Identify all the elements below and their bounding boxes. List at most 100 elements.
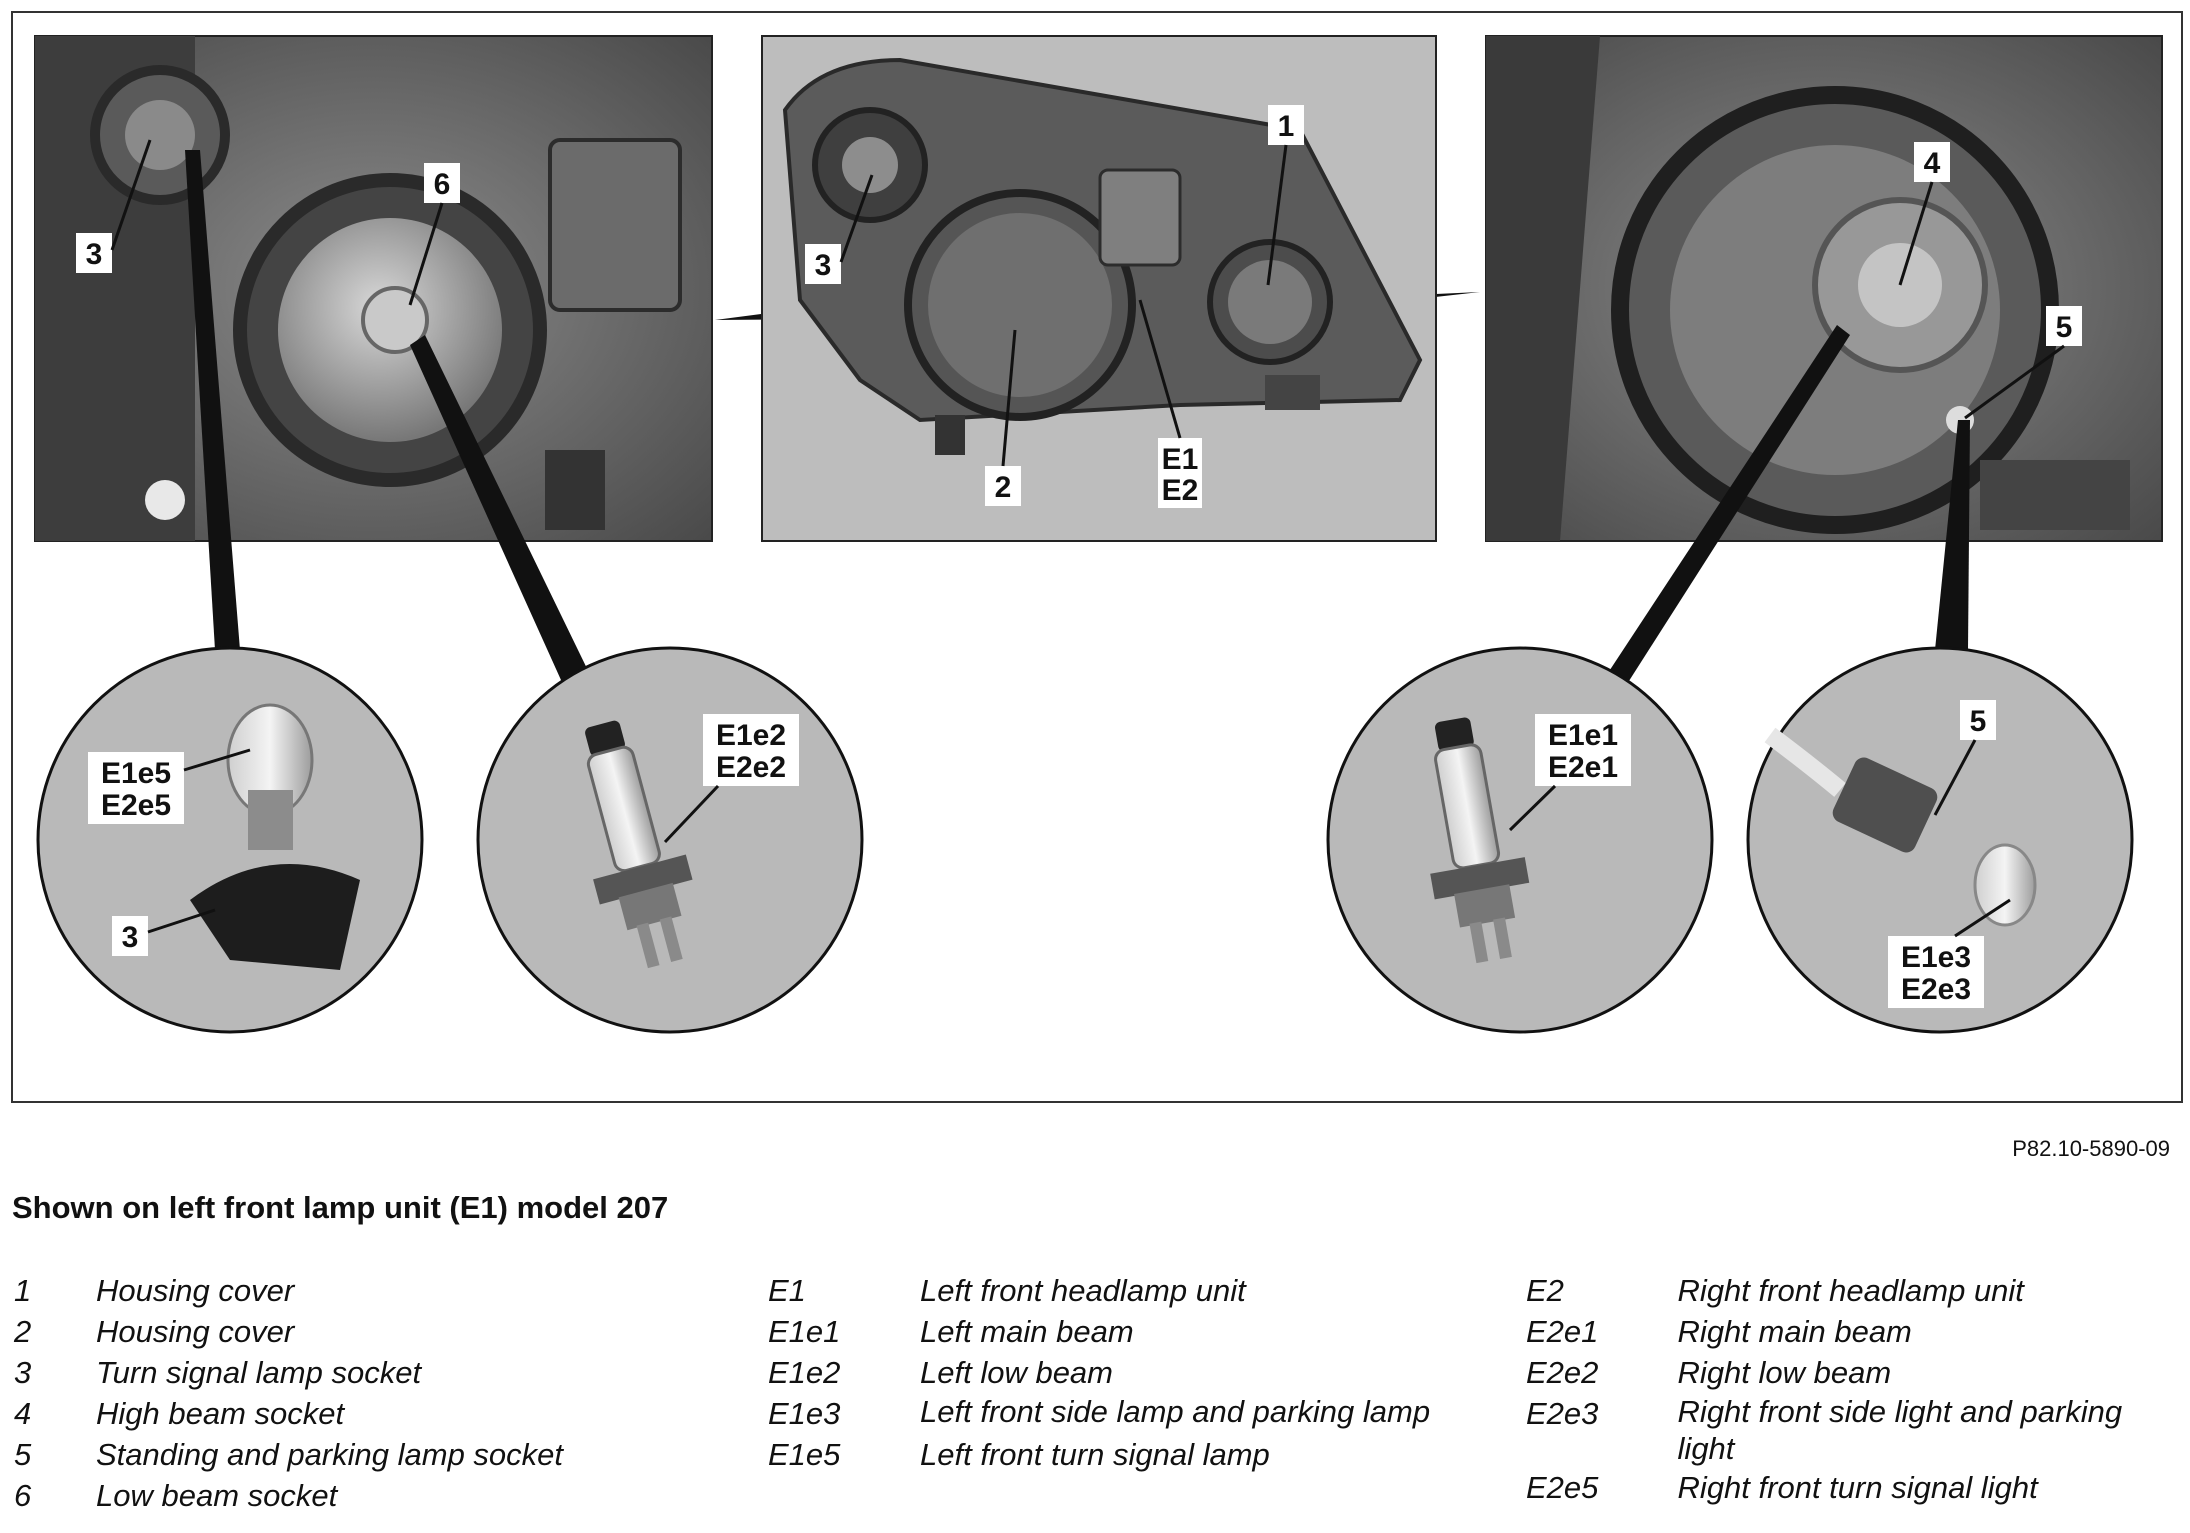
legend-item: 1 Housing cover xyxy=(14,1270,714,1311)
legend-key: 5 xyxy=(14,1437,32,1472)
svg-text:5: 5 xyxy=(2056,311,2073,344)
legend-item: E1 Left front headlamp unit xyxy=(768,1270,1468,1311)
legend-item: E1e5 Left front turn signal lamp xyxy=(768,1434,1468,1475)
svg-text:E1e3: E1e3 xyxy=(1901,941,1971,974)
legend-key: E2e3 xyxy=(1526,1396,1599,1431)
leader-line xyxy=(1933,739,1977,816)
legend-key: E1 xyxy=(768,1273,806,1308)
leader-line xyxy=(1508,784,1557,832)
svg-text:E2e1: E2e1 xyxy=(1548,751,1618,784)
legend-key: E1e3 xyxy=(768,1396,841,1431)
legend-key: 2 xyxy=(14,1314,32,1349)
leader-line xyxy=(1898,181,1934,286)
legend-value: Left front headlamp unit xyxy=(920,1273,1246,1308)
callout-label: 1 xyxy=(1268,105,1304,145)
legend-key: 1 xyxy=(14,1273,32,1308)
svg-text:5: 5 xyxy=(1970,705,1987,738)
figure-reference: P82.10-5890-09 xyxy=(2012,1136,2170,1161)
legend-value: Left main beam xyxy=(920,1314,1134,1349)
legend-item: 6 Low beam socket xyxy=(14,1475,714,1516)
legend-value: Left front turn signal lamp xyxy=(920,1437,1270,1472)
svg-text:E1e1: E1e1 xyxy=(1548,719,1618,752)
detail-circle-low-beam-bulb xyxy=(476,646,864,1034)
legend-key: E1e5 xyxy=(768,1437,841,1472)
legend-item: E2e3 Right front side light and parking l… xyxy=(1526,1393,2186,1467)
legend-key: E2e2 xyxy=(1526,1355,1599,1390)
callout-label: 3 xyxy=(76,233,112,273)
svg-text:E2e5: E2e5 xyxy=(101,789,171,822)
legend-value: Turn signal lamp socket xyxy=(96,1355,422,1390)
leader-line xyxy=(1001,329,1017,467)
detail-circle-turn-signal-bulb xyxy=(36,646,424,1034)
legend-key: E2e5 xyxy=(1526,1470,1599,1505)
legend-key: E2e1 xyxy=(1526,1314,1599,1349)
callout-label: 6 xyxy=(424,163,460,203)
legend-item: E2e1 Right main beam xyxy=(1526,1311,2186,1352)
legend-value: Low beam socket xyxy=(96,1478,338,1513)
callout-label: 4 xyxy=(1914,142,1950,182)
detail-circle-side-lamp-socket xyxy=(1746,646,2134,1034)
svg-text:E2: E2 xyxy=(1162,474,1199,507)
legend-key: E1e2 xyxy=(768,1355,841,1390)
leader-line xyxy=(183,748,251,772)
callout-label: 5 xyxy=(1960,700,1996,740)
callout-label: 3 xyxy=(112,916,148,956)
leader-line xyxy=(1138,299,1182,439)
pointer-wedge xyxy=(410,335,595,700)
legend-item: E2e5 Right front turn signal light xyxy=(1526,1467,2186,1508)
svg-text:2: 2 xyxy=(995,471,1012,504)
legend-left-unit: E1 Left front headlamp unit E1e1 Left main… xyxy=(768,1270,1468,1475)
legend-value: Right front turn signal light xyxy=(1677,1470,2038,1505)
legend-value: Right low beam xyxy=(1677,1355,1892,1390)
legend-item: E1e2 Left low beam xyxy=(768,1352,1468,1393)
legend-item: 5 Standing and parking lamp socket xyxy=(14,1434,714,1475)
legend-value: Housing cover xyxy=(96,1314,295,1349)
legend-value: Right front side light and parking light xyxy=(1677,1394,2123,1466)
legend-key: E2 xyxy=(1526,1273,1564,1308)
legend-item: E1e1 Left main beam xyxy=(768,1311,1468,1352)
legend-value: High beam socket xyxy=(96,1396,345,1431)
leader-line xyxy=(1964,344,2065,420)
pointer-wedge xyxy=(185,150,240,650)
legend-value: Right main beam xyxy=(1677,1314,1912,1349)
svg-text:6: 6 xyxy=(434,168,451,201)
leader-line xyxy=(1266,144,1288,286)
legend-value: Standing and parking lamp socket xyxy=(96,1437,564,1472)
leader-line xyxy=(1954,898,2011,938)
callout-label: 3 xyxy=(805,244,841,284)
photo-panel-left xyxy=(34,35,713,542)
callout-label: 2 xyxy=(985,466,1021,506)
legend-item: E1e3 Left front side lamp and parking lam… xyxy=(768,1393,1468,1434)
svg-text:E1e2: E1e2 xyxy=(716,719,786,752)
detail-circle-main-beam-bulb xyxy=(1326,646,1714,1034)
legend-value: Left front side lamp and parking lamp xyxy=(920,1394,1431,1429)
svg-text:3: 3 xyxy=(86,238,103,271)
legend-key: 6 xyxy=(14,1478,32,1513)
legend-value: Housing cover xyxy=(96,1273,295,1308)
svg-text:4: 4 xyxy=(1924,147,1941,180)
legend-item: E2e2 Right low beam xyxy=(1526,1352,2186,1393)
pointer-wedge xyxy=(1935,420,1970,650)
svg-text:E1e5: E1e5 xyxy=(101,757,171,790)
leader-line xyxy=(408,202,444,306)
legend-item: 3 Turn signal lamp socket xyxy=(14,1352,714,1393)
svg-text:E2e3: E2e3 xyxy=(1901,973,1971,1006)
callout-label: 5 xyxy=(2046,306,2082,346)
caption: Shown on left front lamp unit (E1) model… xyxy=(12,1190,669,1225)
leader-line xyxy=(663,784,720,844)
legend-key: 3 xyxy=(14,1355,32,1390)
legend-item: 2 Housing cover xyxy=(14,1311,714,1352)
svg-text:3: 3 xyxy=(815,249,832,282)
svg-text:E2e2: E2e2 xyxy=(716,751,786,784)
svg-text:E1: E1 xyxy=(1162,443,1199,476)
legend-key: E1e1 xyxy=(768,1314,841,1349)
legend-value: Left low beam xyxy=(920,1355,1113,1390)
